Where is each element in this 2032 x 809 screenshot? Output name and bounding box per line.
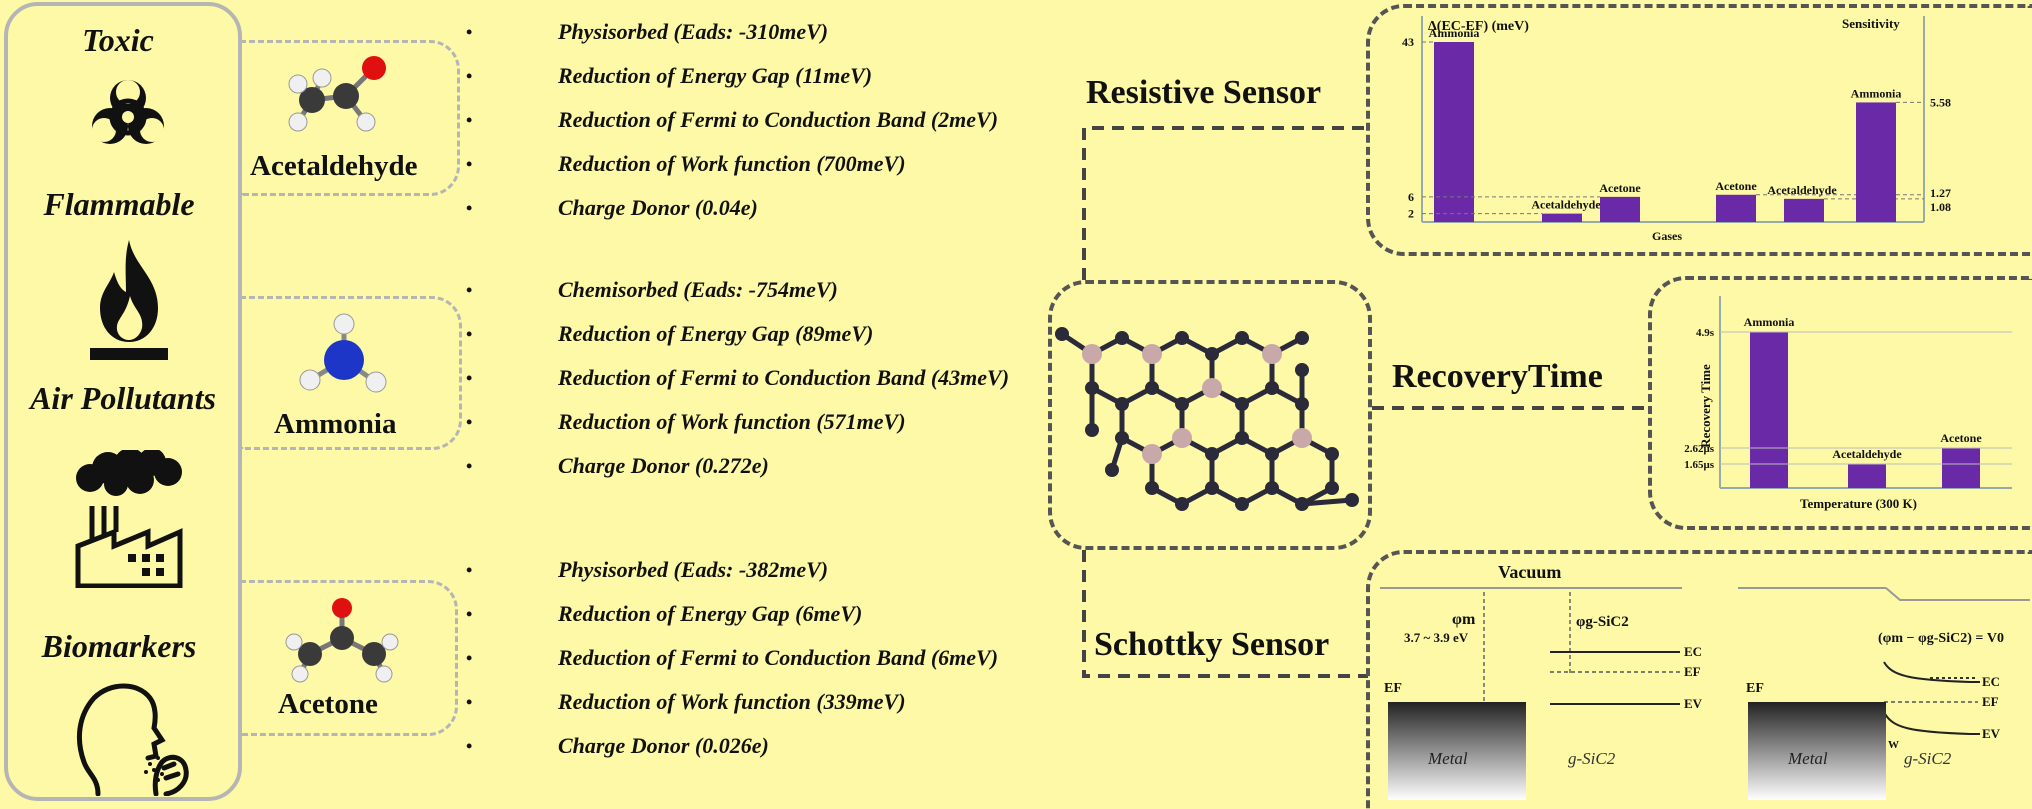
phi-sic-label: φg-SiC2 (1576, 614, 1629, 630)
acetone-molecule-icon (285, 598, 399, 683)
acetone-box (240, 580, 458, 736)
y-axis-label: Δ(EC-EF) (meV) (1428, 19, 1529, 34)
ammonia-label: Ammonia (274, 408, 397, 440)
ev-label: EV (1684, 696, 1703, 711)
bar (1750, 332, 1788, 488)
category-label-air-pollutants: Air Pollutants (30, 380, 216, 416)
breath-icon (76, 683, 189, 796)
bar-label: Acetone (1599, 181, 1641, 195)
schottky-diagram-panel (1366, 550, 2032, 809)
bar (1784, 198, 1824, 222)
bar (1542, 213, 1582, 222)
bar-label: Ammonia (1744, 315, 1795, 329)
x-axis-label: Gases (1652, 229, 1682, 243)
category-label-biomarkers: Biomarkers (41, 628, 197, 664)
bar-label: Acetaldehyde (1767, 183, 1837, 197)
w-label: W (1888, 739, 1899, 751)
acetaldehyde-molecule-icon (288, 56, 386, 132)
metal-label: Metal (1427, 749, 1468, 768)
phi-m-range-label: 3.7 ~ 3.9 eV (1404, 630, 1469, 645)
ammonia-molecule-icon (299, 313, 387, 393)
y-tick-label: 1.08 (1930, 200, 1951, 214)
gas-category-panel: Toxic Flammable Air Pollutants Bi (4, 2, 242, 801)
y-tick-label: 4.9s (1696, 327, 1715, 339)
bar (1434, 42, 1474, 222)
resistive-sensor-title: Resistive Sensor (1086, 74, 1322, 111)
x-axis-label: Temperature (300 K) (1800, 496, 1917, 511)
bar-label: Acetone (1715, 179, 1757, 193)
y-tick-label: 1.65μs (1684, 459, 1714, 471)
ev-right-label: EV (1982, 726, 2001, 741)
schottky-sensor-title: Schottky Sensor (1094, 626, 1330, 663)
phi-m-label: φm (1452, 611, 1476, 628)
ef-right-label: EF (1982, 694, 1999, 709)
bar (1856, 102, 1896, 222)
bar (1716, 194, 1756, 222)
category-label-toxic: Toxic (82, 22, 154, 58)
acetaldehyde-label: Acetaldehyde (250, 150, 418, 182)
g-sic2-lattice-panel (1048, 280, 1372, 550)
flame-icon (90, 240, 168, 360)
recovery-time-title: RecoveryTime (1392, 358, 1603, 395)
energy-shift-bar-chart: Δ(EC-EF) (meV) Gases AmmoniaAcetaldehyde… (1402, 16, 1720, 243)
ef-metal-right-label: EF (1746, 681, 1764, 696)
metal-right-label: Metal (1787, 749, 1828, 768)
metal-block (1388, 702, 1526, 800)
vacuum-label: Vacuum (1498, 562, 1561, 582)
bar-label: Ammonia (1429, 26, 1480, 40)
y-tick-label: 2.62μs (1684, 443, 1714, 455)
bar (1600, 196, 1640, 222)
resistive-chart-panel (1366, 4, 2032, 256)
ef-label: EF (1684, 664, 1701, 679)
recovery-chart-panel (1648, 276, 2032, 530)
category-label-flammable: Flammable (43, 186, 195, 222)
y-tick-label: 1.27 (1930, 186, 1951, 200)
biohazard-icon (92, 80, 164, 144)
y-tick-label: 2 (1408, 207, 1414, 221)
ec-label: EC (1684, 644, 1702, 659)
bar-label: Acetaldehyde (1832, 447, 1902, 461)
sensitivity-bar-chart: Sensitivity Acetone Acetaldehyde Ammonia 5.… (1686, 16, 1951, 223)
bar-label: Acetaldehyde (1531, 198, 1601, 212)
y-tick-label: 43 (1402, 35, 1414, 49)
acetaldehyde-box (240, 40, 460, 196)
schottky-band-diagram: Vacuum φm 3.7 ~ 3.9 eV φg-SiC2 EC EF EV … (1380, 562, 2030, 800)
ammonia-box (240, 296, 462, 450)
factory-icon (75, 450, 183, 588)
y-axis-label: Sensitivity (1842, 16, 1900, 31)
y-axis-label: Recovery Time (1698, 364, 1713, 448)
acetone-label: Acetone (278, 688, 378, 720)
bar (1942, 448, 1980, 488)
ef-metal-label: EF (1384, 681, 1402, 696)
barrier-label: (φm − φg-SiC2) = V0 (1878, 631, 2004, 646)
bar-label: Acetone (1940, 431, 1982, 445)
metal-block-right (1748, 702, 1886, 800)
g-sic2-lattice-icon (1055, 327, 1359, 511)
ec-right-label: EC (1982, 674, 2000, 689)
y-tick-label: 6 (1408, 190, 1414, 204)
bar-label: Ammonia (1851, 86, 1902, 100)
sic-label: g-SiC2 (1568, 749, 1616, 768)
sic-right-label: g-SiC2 (1904, 749, 1952, 768)
bar (1848, 464, 1886, 488)
recovery-time-bar-chart: Recovery Time Temperature (300 K) Ammoni… (1684, 296, 2012, 511)
y-tick-label: 5.58 (1930, 95, 1951, 109)
